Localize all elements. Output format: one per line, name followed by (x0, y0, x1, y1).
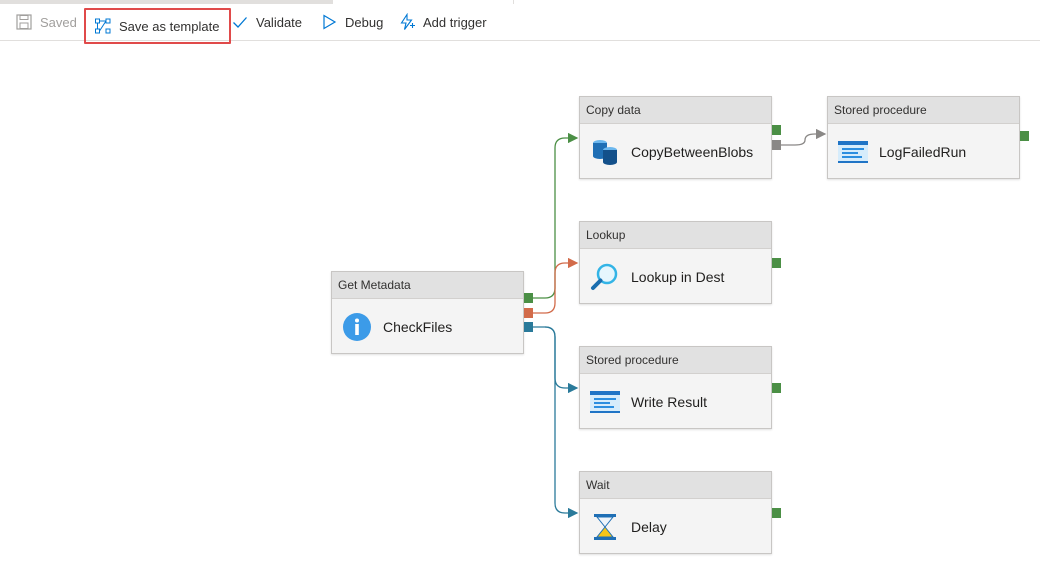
pipeline-toolbar: Saved Save as template Validate Debug Ad (0, 4, 1040, 44)
success-port[interactable] (772, 383, 781, 393)
lightning-icon (398, 13, 416, 31)
debug-button[interactable]: Debug (320, 4, 383, 40)
activity-name: LogFailedRun (879, 143, 967, 160)
activity-type-label: Stored procedure (580, 347, 771, 374)
completion-port[interactable] (524, 322, 533, 332)
activity-name: Delay (631, 518, 667, 535)
activity-name: CopyBetweenBlobs (631, 143, 754, 160)
tab-strip (0, 0, 333, 4)
success-port[interactable] (772, 125, 781, 135)
activity-type-label: Get Metadata (332, 272, 523, 299)
activity-copy-data[interactable]: Copy data CopyBetweenBlobs (579, 96, 772, 179)
save-as-template-button[interactable]: Save as template (84, 8, 232, 44)
saved-label: Saved (40, 14, 77, 30)
template-icon (94, 17, 112, 35)
database-icon (590, 137, 620, 167)
failure-connector (533, 257, 579, 314)
failure-port[interactable] (524, 308, 533, 318)
checkmark-icon (231, 13, 249, 31)
activity-name: Lookup in Dest (631, 268, 725, 285)
activity-name: CheckFiles (383, 318, 453, 335)
activity-type-label: Wait (580, 472, 771, 499)
success-connector (533, 132, 579, 299)
success-port[interactable] (1020, 131, 1029, 141)
success-port[interactable] (524, 293, 533, 303)
success-port[interactable] (772, 508, 781, 518)
validate-button[interactable]: Validate (231, 4, 302, 40)
debug-label: Debug (345, 14, 384, 30)
hourglass-icon (590, 512, 620, 542)
activity-lookup[interactable]: Lookup Lookup in Dest (579, 221, 772, 304)
info-icon (342, 312, 372, 342)
activity-get-metadata[interactable]: Get Metadata CheckFiles (331, 271, 524, 354)
activity-name: Write Result (631, 393, 707, 410)
magnifier-icon (590, 262, 620, 292)
validate-label: Validate (256, 14, 303, 30)
save-as-template-label: Save as template (119, 18, 220, 34)
activity-type-label: Copy data (580, 97, 771, 124)
stored-procedure-icon (590, 387, 620, 417)
skip-connector (781, 128, 827, 146)
saved-button[interactable]: Saved (15, 4, 77, 40)
save-disk-icon (15, 13, 33, 31)
activity-type-label: Lookup (580, 222, 771, 249)
activity-stored-procedure-write[interactable]: Stored procedure Write Result (579, 346, 772, 429)
add-trigger-label: Add trigger (423, 14, 487, 30)
activity-wait[interactable]: Wait Delay (579, 471, 772, 554)
play-icon (320, 13, 338, 31)
success-port[interactable] (772, 258, 781, 268)
failure-port[interactable] (772, 140, 781, 150)
completion-connector-delay (544, 326, 579, 519)
stored-procedure-icon (838, 137, 868, 167)
add-trigger-button[interactable]: Add trigger (398, 4, 487, 40)
active-tab-edge (333, 0, 514, 4)
activity-type-label: Stored procedure (828, 97, 1019, 124)
completion-connector-write (533, 326, 579, 394)
activity-stored-procedure-log[interactable]: Stored procedure LogFailedRun (827, 96, 1020, 179)
